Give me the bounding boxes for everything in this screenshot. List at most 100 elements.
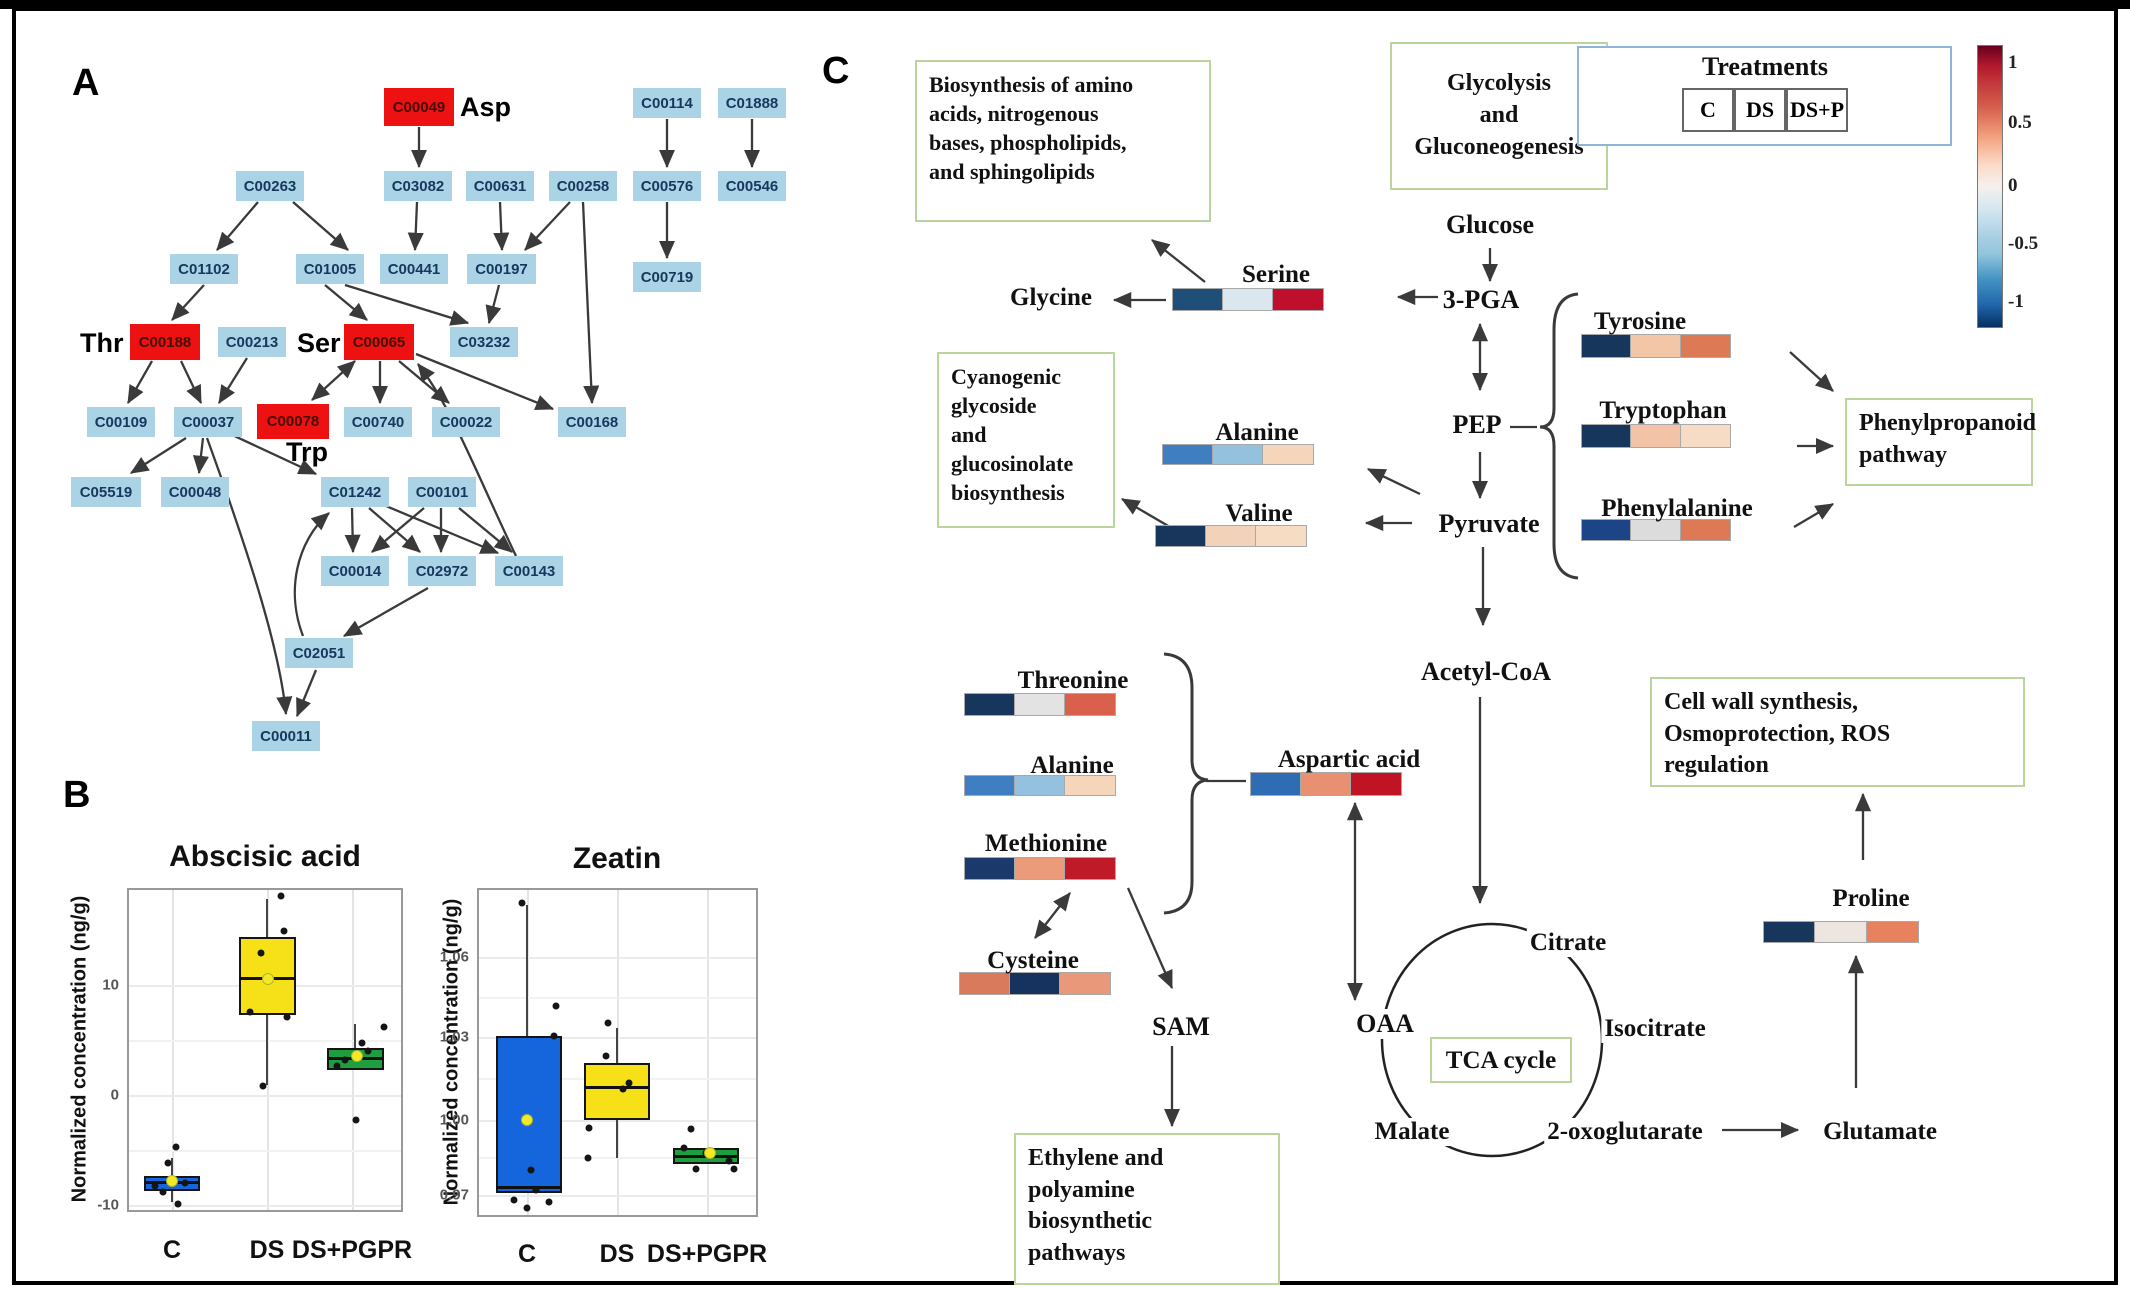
compound-node-C00263: C00263 [236,171,304,201]
box-text-line: Gluconeogenesis [1414,133,1584,160]
heatmap-cell [1351,773,1401,795]
color-scale-tick: -1 [2008,291,2024,312]
panel-b-label: B [63,774,91,816]
heatmap-cell [1680,335,1730,357]
compound-node-C00014: C00014 [321,556,389,586]
data-point [687,1125,695,1133]
box-text-line: polyamine [1028,1176,1135,1203]
serine-heatmap [1172,288,1324,311]
heatmap-cell [1065,694,1115,715]
heatmap-cell [1582,520,1632,540]
pathway-label-2-oxoglutarate: 2-oxoglutarate [1544,1118,1706,1146]
pathway-label-isocitrate: Isocitrate [1601,1015,1709,1043]
heatmap-cell [965,776,1015,795]
data-point [523,1204,531,1212]
mean-marker [262,973,274,985]
compound-node-C02051: C02051 [285,638,353,668]
figure-top-border [0,0,2130,9]
plot-gridline-h [479,1195,756,1197]
plot-gridline-h [129,1095,401,1097]
cysteine-heatmap [959,972,1111,995]
compound-node-C00168: C00168 [558,407,626,437]
pathway-label-pep: PEP [1452,410,1502,439]
heatmap-cell [1680,425,1730,447]
heatmap-cell [1015,694,1065,715]
box-text-line: glucosinolate [951,451,1074,477]
plot-y-axis-label: Normalized concentration (ng/g) [440,898,463,1206]
pathway-label-3-pga: 3-PGA [1442,285,1520,314]
color-scale-bar [1977,45,2003,328]
plot-frame [127,888,403,1212]
compound-node-C00037: C00037 [174,407,242,437]
data-point [380,1023,388,1031]
heatmap-cell [1206,526,1256,546]
heatmap-cell [1815,922,1867,942]
pathway-label-glucose: Glucose [1445,210,1535,239]
pathway-label-citrate: Citrate [1526,929,1610,957]
compound-node-C00011: C00011 [252,721,320,751]
heatmap-cell [1631,520,1681,540]
data-point [172,1143,180,1151]
compound-node-C02972: C02972 [408,556,476,586]
compound-node-C01102: C01102 [170,254,238,284]
methionine-heatmap [964,857,1116,880]
box-text-line: pathways [1028,1240,1126,1267]
heatmap-cell [1301,773,1351,795]
plot-gridline-v [707,890,709,1215]
data-point [510,1196,518,1204]
data-point [550,1032,558,1040]
color-scale-tick: 0 [2008,175,2018,196]
plot-title: Zeatin [572,842,662,875]
y-tick-label: 0 [110,1086,119,1104]
compound-node-C00078: C00078 [257,404,329,439]
color-scale-tick: -0.5 [2008,233,2039,254]
aspartic-heatmap [1250,772,1402,796]
data-point [151,1182,159,1190]
color-scale-tick: 1 [2008,52,2018,73]
boxplot-whisker [616,1028,618,1063]
alanine2-heatmap [964,775,1116,796]
heatmap-cell [1582,335,1632,357]
pathway-label-valine: Valine [1225,500,1293,527]
proline-heatmap [1763,921,1919,943]
pathway-label-oaa: OAA [1353,1009,1417,1039]
data-point [730,1165,738,1173]
compound-node-C01005: C01005 [296,254,364,284]
boxplot-whisker [171,1158,173,1176]
compound-node-C00719: C00719 [633,262,701,292]
plot-gridline-minor [129,1040,401,1042]
heatmap-cell [1223,289,1273,310]
heatmap-cell [1273,289,1323,310]
treatment-cell-dsplusp: DS+P [1786,88,1848,132]
plot-gridline-h [129,1205,401,1207]
compound-node-C00101: C00101 [408,477,476,507]
compound-node-C00546: C00546 [718,171,786,201]
pathway-label-alanine: Alanine [1215,419,1299,446]
pathway-label-malate: Malate [1371,1118,1453,1146]
y-tick-label: 1.00 [439,1111,469,1129]
valine-heatmap [1155,525,1307,547]
pathway-label-tyrosine: Tyrosine [1593,308,1687,335]
x-category-label: C [517,1240,537,1268]
data-point [277,892,285,900]
box-text-line: Phenylpropanoid [1859,410,2036,436]
x-category-label: DS+PGPR [291,1236,413,1264]
phenylalanine-heatmap [1581,519,1731,541]
data-point [333,1062,341,1070]
box-text-line: glycoside [951,393,1037,419]
pathway-label-pyruvate: Pyruvate [1438,509,1540,538]
plot-gridline-v [617,890,619,1215]
pathway-label-phenylalanine: Phenylalanine [1601,495,1753,522]
box-text-line: pathway [1859,441,1948,468]
compound-node-C00631: C00631 [466,171,534,201]
compound-node-C01242: C01242 [321,477,389,507]
box-text-line: and [951,422,987,448]
data-point [259,1082,267,1090]
box-text-line: Ethylene and [1028,1145,1164,1171]
pathway-label-glycine: Glycine [1010,284,1092,311]
heatmap-cell [1631,335,1681,357]
mean-marker [166,1175,178,1187]
plot-y-axis-label: Normalized concentration (ng/g) [68,895,91,1203]
